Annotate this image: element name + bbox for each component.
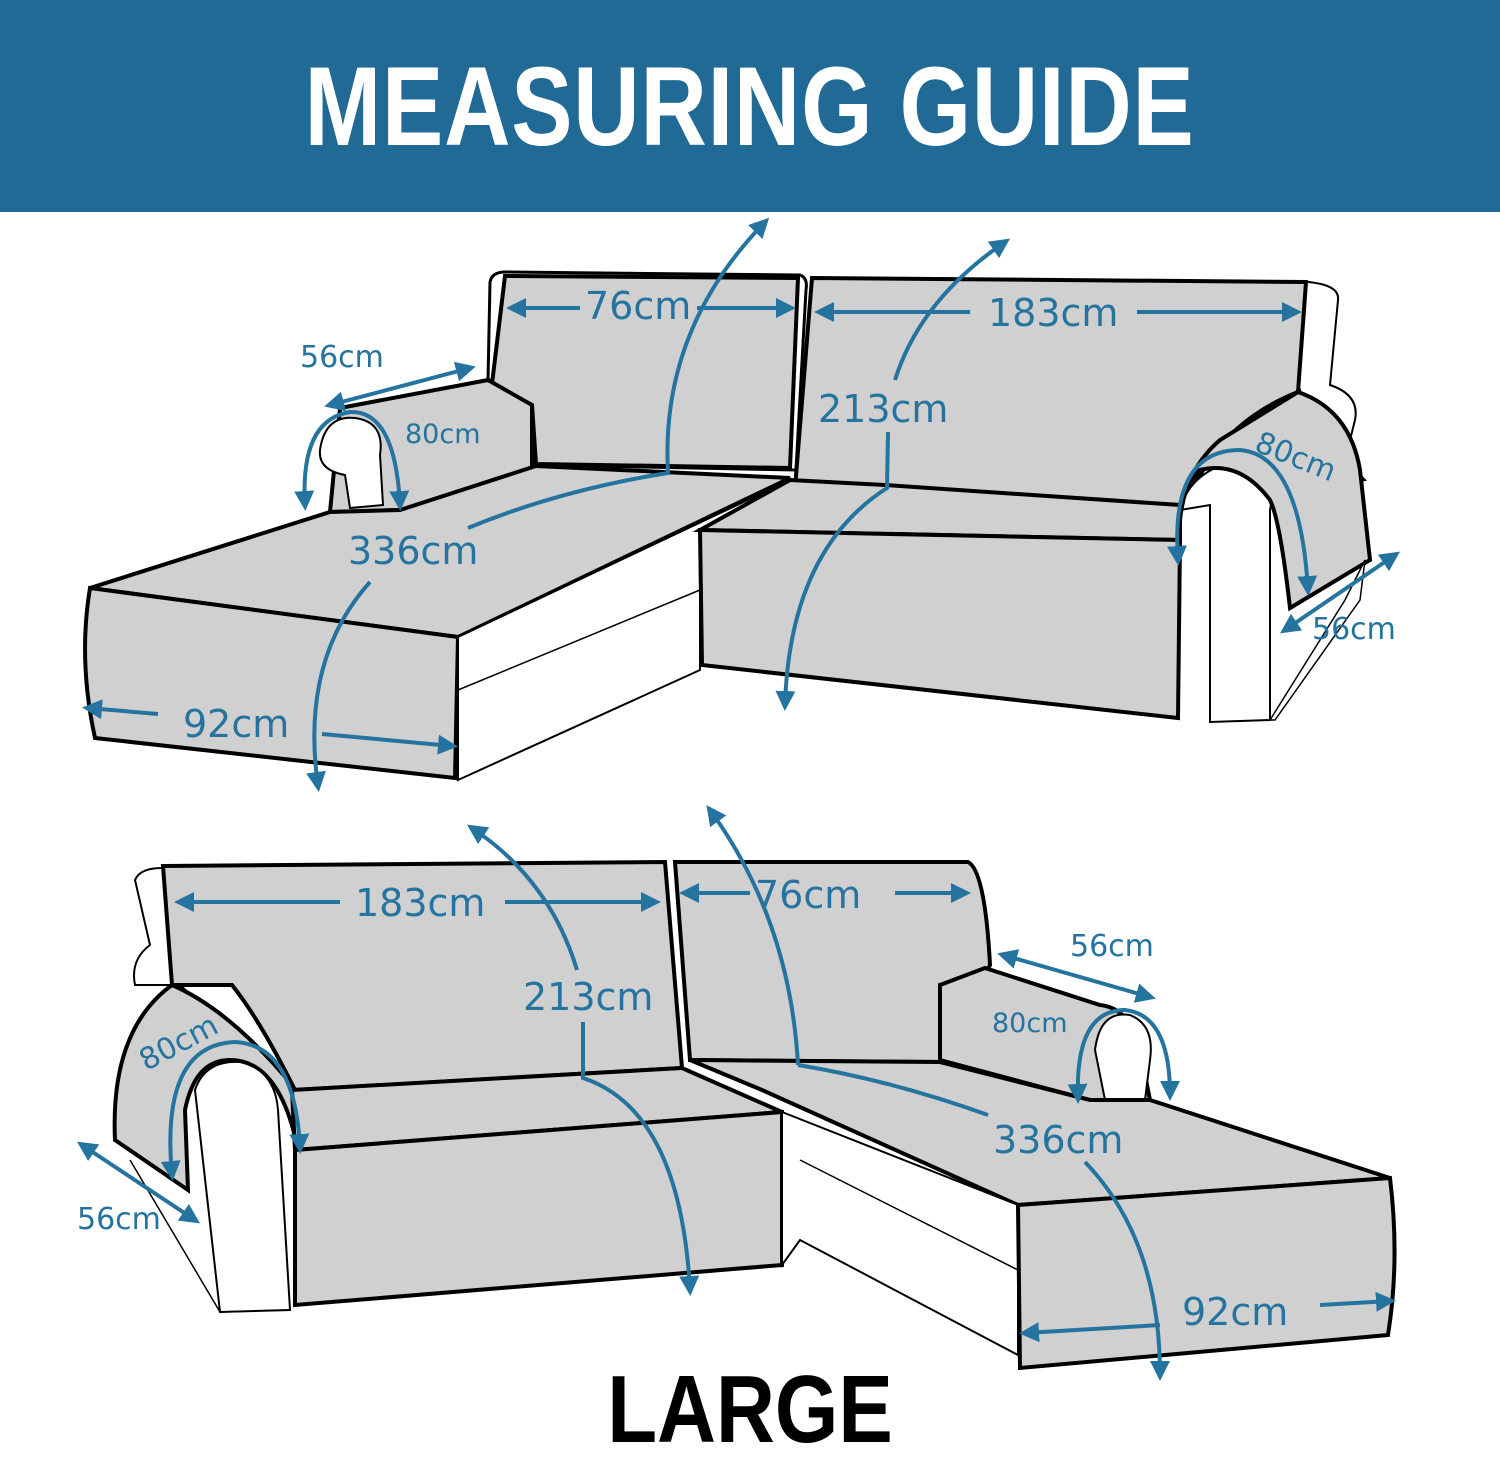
- top-chaise-arm-wrap-label: 80cm: [405, 419, 481, 450]
- top-chaise-back-width-label: 76cm: [585, 284, 692, 328]
- bottom-chaise-length-label: 336cm: [993, 1118, 1124, 1162]
- top-chaise-front-width-label: 92cm: [183, 702, 290, 746]
- bottom-sofa-arm-depth-label: 56cm: [77, 1202, 161, 1237]
- header-banner: MEASURING GUIDE: [0, 0, 1500, 212]
- size-label: LARGE: [607, 1356, 893, 1463]
- bottom-chaise-front-width-label: 92cm: [1182, 1290, 1289, 1334]
- top-sofa-arm-depth-label: 56cm: [1312, 612, 1396, 647]
- page-title: MEASURING GUIDE: [305, 43, 1195, 169]
- top-chaise-arm-depth-label: 56cm: [300, 340, 384, 375]
- bottom-chaise-back-width-label: 76cm: [755, 873, 862, 917]
- top-chaise-length-label: 336cm: [348, 529, 479, 573]
- bottom-sofa-length-label: 213cm: [523, 975, 654, 1019]
- top-sofa-back-width-label: 183cm: [988, 291, 1119, 335]
- bottom-sofa-back-width-label: 183cm: [355, 881, 486, 925]
- bottom-sectional-diagram: [77, 805, 1397, 1381]
- bottom-chaise-arm-depth-label: 56cm: [1070, 929, 1154, 964]
- top-sofa-length-label: 213cm: [818, 387, 949, 431]
- bottom-chaise-arm-wrap-label: 80cm: [992, 1008, 1068, 1039]
- top-sectional-diagram: [82, 217, 1400, 792]
